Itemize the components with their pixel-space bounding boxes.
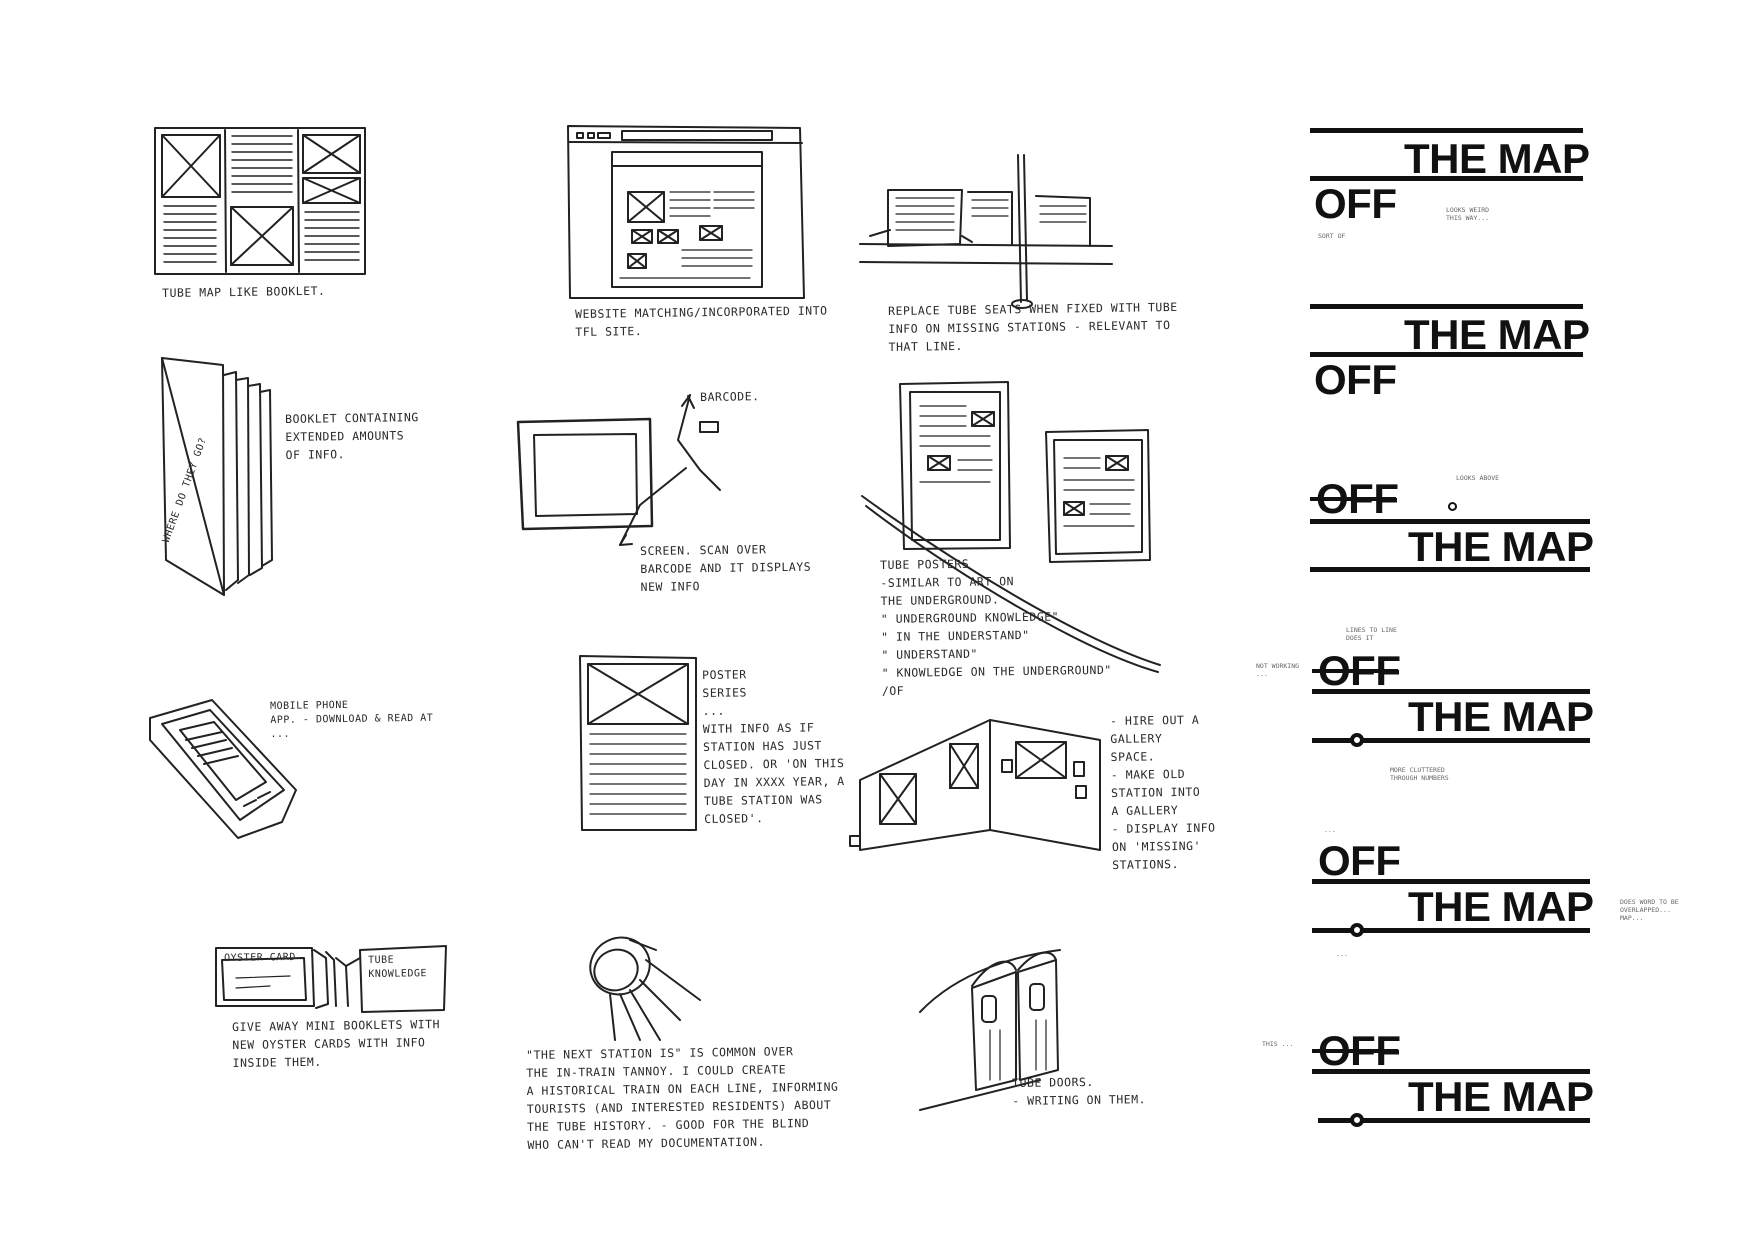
annotation: LOOKS WEIRD THIS WAY...: [1446, 206, 1490, 222]
logo-variant-6: OFF THE MAP: [1310, 1030, 1610, 1170]
label-tube-knowledge: TUBE KNOWLEDGE: [368, 954, 428, 980]
annotation: LINES TO LINE DOES IT: [1346, 626, 1397, 642]
logo-variant-3: OFF THE MAP: [1310, 478, 1610, 618]
booklet-sketch: [161, 357, 273, 596]
logo-variant-1: THE MAP OFF: [1310, 128, 1610, 268]
logo-rule: [1312, 928, 1590, 933]
note-barcode: BARCODE.: [700, 389, 760, 404]
note-tube-doors: TUBE DOORS. - WRITING ON THEM.: [1012, 1074, 1147, 1108]
logo-rule: [1310, 519, 1590, 524]
annotation: ...: [1336, 950, 1348, 958]
logo-rule: [1310, 352, 1583, 357]
logo-variant-2: THE MAP OFF: [1310, 304, 1610, 444]
annotation: MORE CLUTTERED THROUGH NUMBERS: [1390, 766, 1449, 782]
logo-word-the-map: THE MAP: [1404, 135, 1590, 182]
logo-word-the-map: THE MAP: [1408, 523, 1594, 570]
tube-posters-sketch: [861, 381, 1161, 673]
note-poster-series: POSTER SERIES ... WITH INFO AS IF STATIO…: [702, 667, 845, 826]
logo-rule: [1310, 567, 1590, 572]
poster-series-sketch: [579, 655, 697, 831]
station-circle-icon: [1448, 502, 1457, 511]
logo-word-the-map: THE MAP: [1404, 311, 1590, 358]
logo-strike: [1312, 669, 1398, 673]
website-sketch: [567, 125, 805, 299]
label-oyster-card: OYSTER CARD: [224, 951, 296, 964]
logo-variant-4: OFF THE MAP: [1310, 650, 1610, 790]
note-tube-posters: TUBE POSTERS -SIMILAR TO ART ON THE UNDE…: [880, 556, 1112, 698]
tube-doors-sketch: [919, 949, 1061, 1111]
logo-strike: [1310, 497, 1396, 501]
annotation: THIS ...: [1262, 1040, 1294, 1048]
booklet-layout-sketch: [154, 127, 366, 275]
logo-rule: [1310, 176, 1583, 181]
annotation: ...: [1324, 826, 1336, 834]
logo-word-off: OFF: [1314, 180, 1397, 227]
logo-rule: [1312, 1069, 1590, 1074]
oyster-card-sketch: [215, 945, 447, 1013]
logo-rule: [1310, 128, 1583, 133]
logo-word-the-map: THE MAP: [1408, 1073, 1594, 1120]
logo-rule: [1318, 1118, 1590, 1123]
annotation: DOES WORD TO BE OVERLAPPED... MAP...: [1620, 898, 1679, 922]
tube-seats-sketch: [859, 154, 1113, 309]
screen-sketch: [516, 394, 721, 546]
logo-rule: [1312, 689, 1590, 694]
logo-rule: [1312, 738, 1590, 743]
note-screen-scan: SCREEN. SCAN OVER BARCODE AND IT DISPLAY…: [640, 542, 812, 594]
logo-rule: [1310, 304, 1583, 309]
logo-word-the-map: THE MAP: [1408, 883, 1594, 930]
gallery-sketch: [849, 719, 1101, 851]
annotation: NOT WORKING ...: [1256, 662, 1300, 678]
mobile-phone-sketch: [149, 699, 297, 839]
note-next-station: "THE NEXT STATION IS" IS COMMON OVER THE…: [526, 1044, 839, 1152]
note-booklet-extended: BOOKLET CONTAINING EXTENDED AMOUNTS OF I…: [285, 410, 419, 462]
logo-strike: [1312, 1049, 1398, 1053]
station-circle-icon: [1350, 1113, 1364, 1127]
note-oyster: GIVE AWAY MINI BOOKLETS WITH NEW OYSTER …: [232, 1017, 441, 1070]
note-gallery: - HIRE OUT A GALLERY SPACE. - MAKE OLD S…: [1110, 712, 1216, 872]
logo-word-off: OFF: [1314, 356, 1397, 403]
logo-variant-5: OFF THE MAP: [1310, 840, 1610, 980]
logo-word-the-map: THE MAP: [1408, 693, 1594, 740]
logo-word-off: OFF: [1318, 837, 1401, 884]
annotation: SORT OF: [1318, 232, 1346, 240]
note-tube-seats: REPLACE TUBE SEATS WHEN FIXED WITH TUBE …: [888, 299, 1178, 354]
note-website: WEBSITE MATCHING/INCORPORATED INTO TFL S…: [575, 303, 828, 339]
station-circle-icon: [1350, 733, 1364, 747]
note-mobile-app: MOBILE PHONE APP. - DOWNLOAD & READ AT .…: [270, 699, 434, 740]
logo-rule: [1312, 879, 1590, 884]
annotation: LOOKS ABOVE: [1456, 474, 1500, 482]
note-tube-booklet: TUBE MAP LIKE BOOKLET.: [162, 283, 326, 300]
speaker-sketch: [589, 936, 701, 1041]
station-circle-icon: [1350, 923, 1364, 937]
